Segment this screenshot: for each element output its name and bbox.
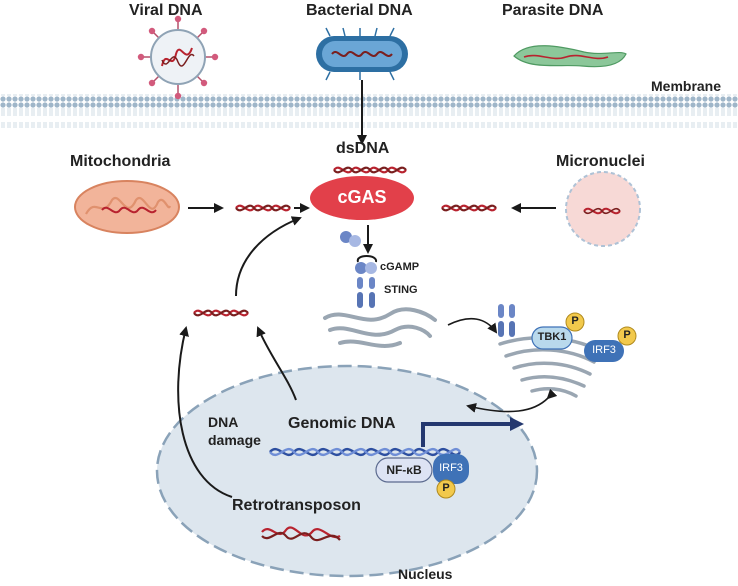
dsdna-label: dsDNA <box>336 140 390 157</box>
retrotransposon-label: Retrotransposon <box>232 497 361 514</box>
tbk1-p-label: P <box>571 315 579 327</box>
tbk1-phospho <box>565 312 585 332</box>
membrane-label: Membrane <box>651 78 722 94</box>
cell-membrane <box>0 94 738 128</box>
parasite-icon <box>513 45 627 68</box>
arrow-golgi-nucleus <box>466 388 558 413</box>
micronucleus-icon <box>565 171 641 247</box>
cytosolic-dna-helix <box>193 309 249 317</box>
transcription-arrow <box>421 417 524 447</box>
bacterial-dna-label: Bacterial DNA <box>306 2 413 19</box>
nucleus-label: Nucleus <box>398 566 453 582</box>
micronuclei-label: Micronuclei <box>556 153 645 170</box>
bacterium-icon <box>316 27 408 81</box>
cgas-label: cGAS <box>337 187 387 207</box>
sting-label: STING <box>384 284 418 296</box>
irf3-label: IRF3 <box>592 344 616 356</box>
irf3-nuclear-label: IRF3 <box>439 462 463 474</box>
irf3-nuclear <box>433 454 469 484</box>
nfkb-factor <box>375 457 433 483</box>
irf3-nuclear-p-label: P <box>442 482 450 494</box>
irf3-nuclear-phospho <box>436 479 456 499</box>
dna-damage-label: DNA damage <box>208 414 261 448</box>
genomic-dna-label: Genomic DNA <box>288 415 396 432</box>
tbk1-kinase <box>531 326 573 350</box>
arrow-retrotransposon-to-cytosol <box>177 326 233 498</box>
cgamp-label: cGAMP <box>380 261 420 273</box>
virus-icon <box>137 15 219 100</box>
cgamp-molecules <box>340 231 361 247</box>
cgamp-bound-icon <box>355 255 377 274</box>
irf3-p-label: P <box>623 329 631 341</box>
mito-dna-helix <box>235 204 291 212</box>
mitochondrion-icon <box>74 180 180 234</box>
parasite-dna-label: Parasite DNA <box>502 2 604 19</box>
cgas-enzyme <box>310 176 414 220</box>
genomic-dna-helix <box>269 447 462 457</box>
retrotransposon-helix <box>261 526 341 542</box>
micronucleus-dna-helix <box>441 204 497 212</box>
er-icon <box>323 307 437 348</box>
activated-sting-icon <box>498 304 515 337</box>
dsdna-helix <box>333 166 407 174</box>
tbk1-label: TBK1 <box>537 331 567 343</box>
sting-dimer-icon <box>357 277 375 308</box>
arrow-genomic-to-cytosol <box>256 326 297 401</box>
viral-dna-label: Viral DNA <box>129 2 203 19</box>
arrow-fragment-to-cgas <box>235 216 302 297</box>
nfkb-label: NF-κB <box>386 463 422 477</box>
nucleus <box>155 364 539 578</box>
mitochondria-label: Mitochondria <box>70 153 171 170</box>
irf3-phospho <box>617 326 637 346</box>
arrow-er-to-golgi <box>447 317 498 334</box>
irf3-cytoplasmic <box>584 340 624 362</box>
